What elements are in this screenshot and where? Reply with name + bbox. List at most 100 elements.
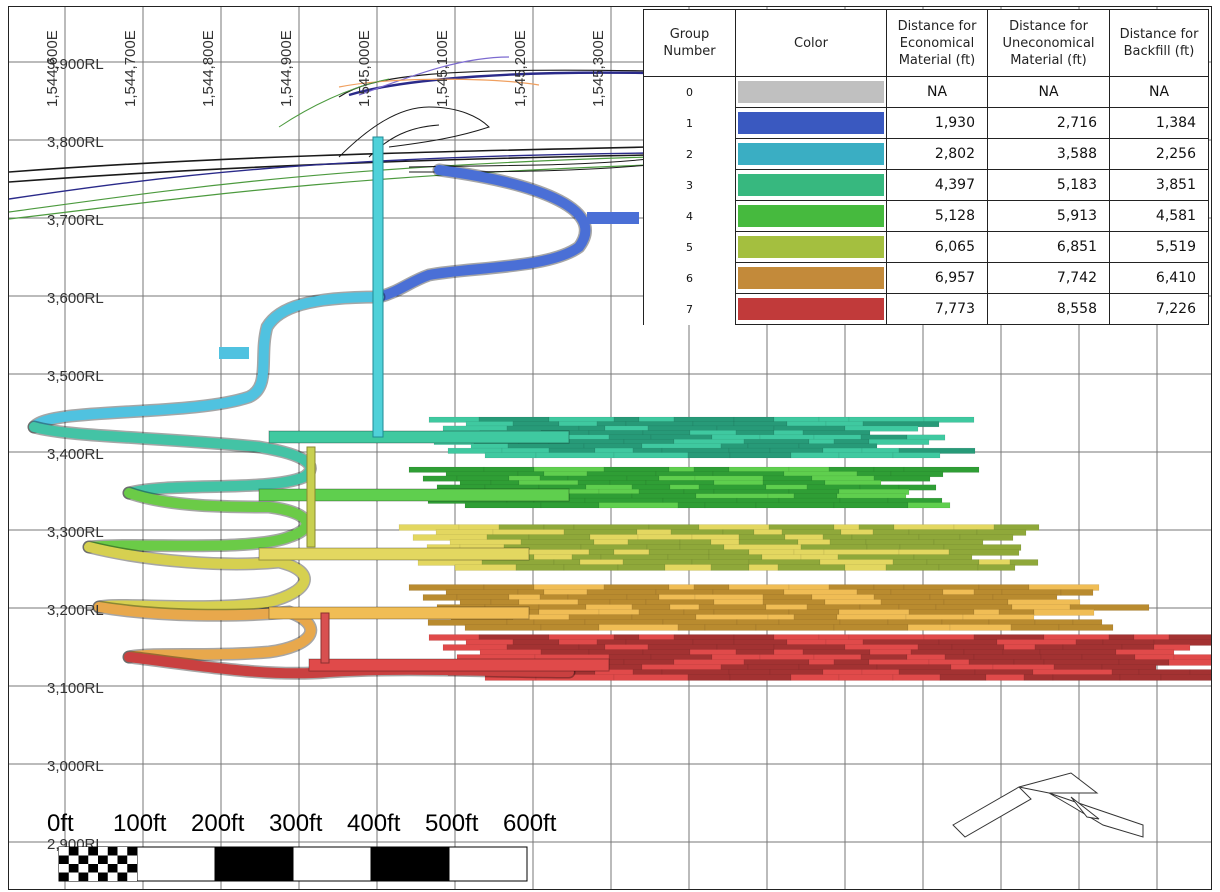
level-access-drive: [258, 547, 530, 561]
header-economical: Distance for Economical Material (ft): [886, 9, 988, 77]
stope-block: [613, 452, 689, 459]
scale-bar-checker: [68, 855, 79, 864]
scale-bar-segment: [214, 846, 294, 882]
scale-bar-label: 0ft: [47, 810, 74, 837]
stope-block: [454, 564, 517, 571]
stope-block: [1069, 604, 1150, 611]
easting-label: 1,545,200E: [512, 30, 529, 107]
orientation-arrow-icon: [952, 772, 1144, 838]
ramp-segment: [374, 165, 591, 302]
scale-bar-segment: [370, 846, 450, 882]
ramp-segment: [29, 422, 316, 498]
stope-block: [1060, 589, 1094, 596]
stope-block: [540, 502, 600, 509]
surface-contour-line: [278, 78, 390, 128]
rl-label: 3,100RL: [47, 680, 104, 697]
scale-bar-checker: [107, 855, 118, 864]
stope-block: [755, 502, 835, 509]
stope-level: [408, 584, 1150, 631]
scale-bar-checker: [127, 855, 137, 864]
scale-bar-segment: [448, 846, 528, 882]
stope-block: [898, 484, 937, 491]
legend-group-number: 4: [643, 200, 736, 232]
stope-block: [833, 502, 909, 509]
ramp-segment: [124, 652, 574, 679]
surface-contour-line: [9, 152, 650, 200]
decline-ramp: [27, 163, 610, 680]
stope-block: [892, 674, 941, 681]
stope-block: [422, 594, 458, 601]
legend-uneconomical-distance: 5,913: [987, 200, 1110, 232]
stope-block: [1033, 609, 1095, 616]
scale-bar-checker: [78, 864, 89, 873]
level-access-drive: [308, 658, 610, 672]
stope-block: [923, 416, 975, 423]
legend-uneconomical-distance: NA: [987, 76, 1110, 108]
scale-bar-checker: [88, 872, 98, 881]
scale-bar-checker: [117, 864, 128, 873]
legend-group-number: 7: [643, 293, 736, 325]
rl-label: 3,800RL: [47, 134, 104, 151]
ramp-segment: [84, 542, 310, 612]
easting-label: 1,545,100E: [434, 30, 451, 107]
stope-block: [704, 502, 757, 509]
stope-block: [939, 674, 987, 681]
legend-group-number: 2: [643, 138, 736, 170]
legend-economical-distance: 6,065: [886, 231, 988, 263]
stope-block: [729, 452, 792, 459]
scale-bar-label: 400ft: [347, 810, 401, 837]
legend-group-number: 6: [643, 262, 736, 294]
legend-uneconomical-distance: 7,742: [987, 262, 1110, 294]
scale-bar-checker: [68, 872, 79, 881]
easting-label: 1,545,000E: [356, 30, 373, 107]
main-shaft: [372, 136, 384, 438]
legend-backfill-distance: 1,384: [1109, 107, 1209, 139]
stope-block: [613, 674, 689, 681]
easting-label: 1,545,300E: [590, 30, 607, 107]
stope-block: [729, 674, 792, 681]
legend-economical-distance: 7,773: [886, 293, 988, 325]
legend-color-swatch: [735, 76, 887, 108]
stope-block: [598, 624, 679, 631]
header-uneconomical: Distance for Uneconomical Material (ft): [987, 9, 1110, 77]
surface-contour-line: [338, 69, 650, 98]
stope-block: [1010, 624, 1060, 631]
color-swatch: [738, 205, 884, 227]
color-swatch: [738, 143, 884, 165]
stope-block: [790, 674, 840, 681]
rl-label: 3,400RL: [47, 446, 104, 463]
scale-bar-label: 300ft: [269, 810, 323, 837]
legend-backfill-distance: 5,519: [1109, 231, 1209, 263]
level-access-drive: [268, 606, 530, 620]
legend-backfill-distance: 3,851: [1109, 169, 1209, 201]
rl-label: 3,600RL: [47, 290, 104, 307]
scale-bar-checker: [59, 847, 69, 856]
stope-block: [617, 564, 666, 571]
stope-block: [1058, 624, 1114, 631]
scale-bar-segment: [136, 846, 216, 882]
stope-block: [563, 564, 619, 571]
stope-block: [677, 502, 706, 509]
level-access-drive: [268, 430, 570, 444]
vent-raise: [306, 446, 316, 548]
color-swatch: [738, 112, 884, 134]
surface-contour-line: [9, 164, 650, 220]
ramp-segment: [84, 488, 312, 552]
legend-color-swatch: [735, 293, 887, 325]
stope-block: [777, 564, 846, 571]
legend-color-swatch: [735, 169, 887, 201]
stope-block: [1153, 639, 1211, 646]
scale-bar-label: 500ft: [425, 810, 479, 837]
color-swatch: [738, 298, 884, 320]
legend-color-swatch: [735, 200, 887, 232]
easting-label: 1,544,700E: [122, 30, 139, 107]
drive-stub: [219, 347, 249, 359]
legend-backfill-distance: 7,226: [1109, 293, 1209, 325]
stope-block: [687, 674, 731, 681]
legend-economical-distance: NA: [886, 76, 988, 108]
